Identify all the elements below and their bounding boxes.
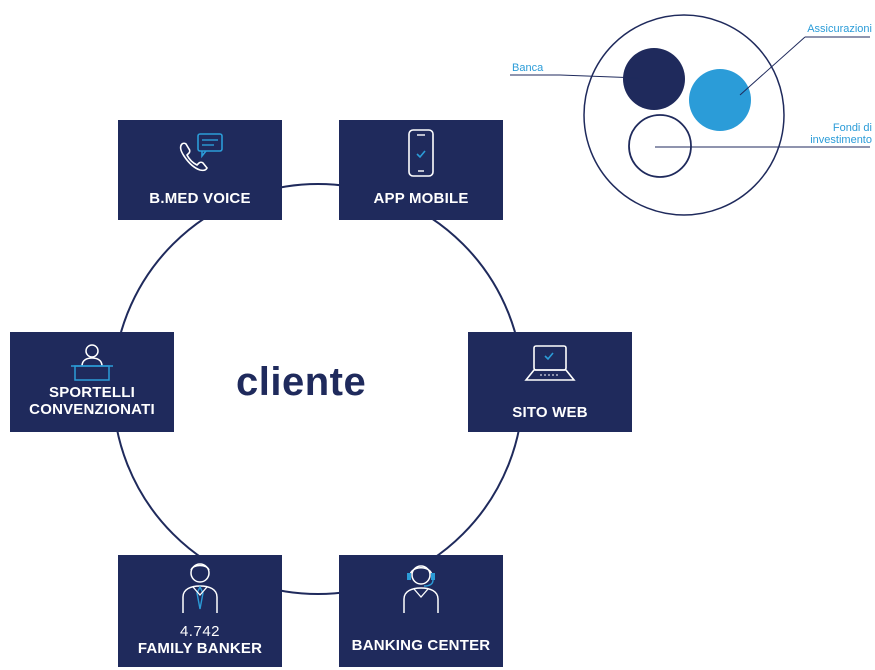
channel-label: SPORTELLI CONVENZIONATI <box>10 384 174 418</box>
channel-label: SITO WEB <box>512 404 588 421</box>
channel-label-line2: CONVENZIONATI <box>29 401 155 418</box>
legend-assicurazioni-leader <box>739 36 806 96</box>
channel-label-text: FAMILY BANKER <box>137 640 263 657</box>
counter-person-icon <box>10 340 174 392</box>
legend-assicurazioni-circle <box>689 69 751 131</box>
channel-label-line1: SPORTELLI <box>49 384 135 401</box>
headset-operator-icon <box>339 559 503 613</box>
legend-outer-circle <box>583 14 785 216</box>
legend-banca-label: Banca <box>512 62 544 74</box>
channel-label: 4.742 FAMILY BANKER <box>118 623 282 657</box>
legend-assicurazioni-label: Assicurazioni <box>807 23 872 35</box>
channel-sito-web: SITO WEB <box>468 332 632 432</box>
laptop-icon <box>468 342 632 394</box>
phone-chat-icon <box>118 128 282 180</box>
legend-fondi-label: Fondi di investimento <box>790 122 872 146</box>
center-label: cliente <box>236 360 367 404</box>
legend-banca-circle <box>623 48 685 110</box>
channel-bmed-voice: B.MED VOICE <box>118 120 282 220</box>
family-banker-count: 4.742 <box>179 623 221 640</box>
banker-person-icon <box>118 559 282 613</box>
smartphone-icon <box>339 128 503 180</box>
legend-banca-leader <box>510 74 641 79</box>
channel-family-banker: 4.742 FAMILY BANKER <box>118 555 282 667</box>
channel-app-mobile: APP MOBILE <box>339 120 503 220</box>
channel-sportelli-convenzionati: SPORTELLI CONVENZIONATI <box>10 332 174 432</box>
legend-fondi-line1: Fondi di <box>832 122 872 134</box>
channel-label: APP MOBILE <box>373 190 469 207</box>
channel-label: BANKING CENTER <box>351 637 491 654</box>
legend-fondi-line2: investimento <box>810 134 872 146</box>
legend-fondi-circle <box>628 114 692 178</box>
channel-label: B.MED VOICE <box>149 190 251 207</box>
channel-banking-center: BANKING CENTER <box>339 555 503 667</box>
